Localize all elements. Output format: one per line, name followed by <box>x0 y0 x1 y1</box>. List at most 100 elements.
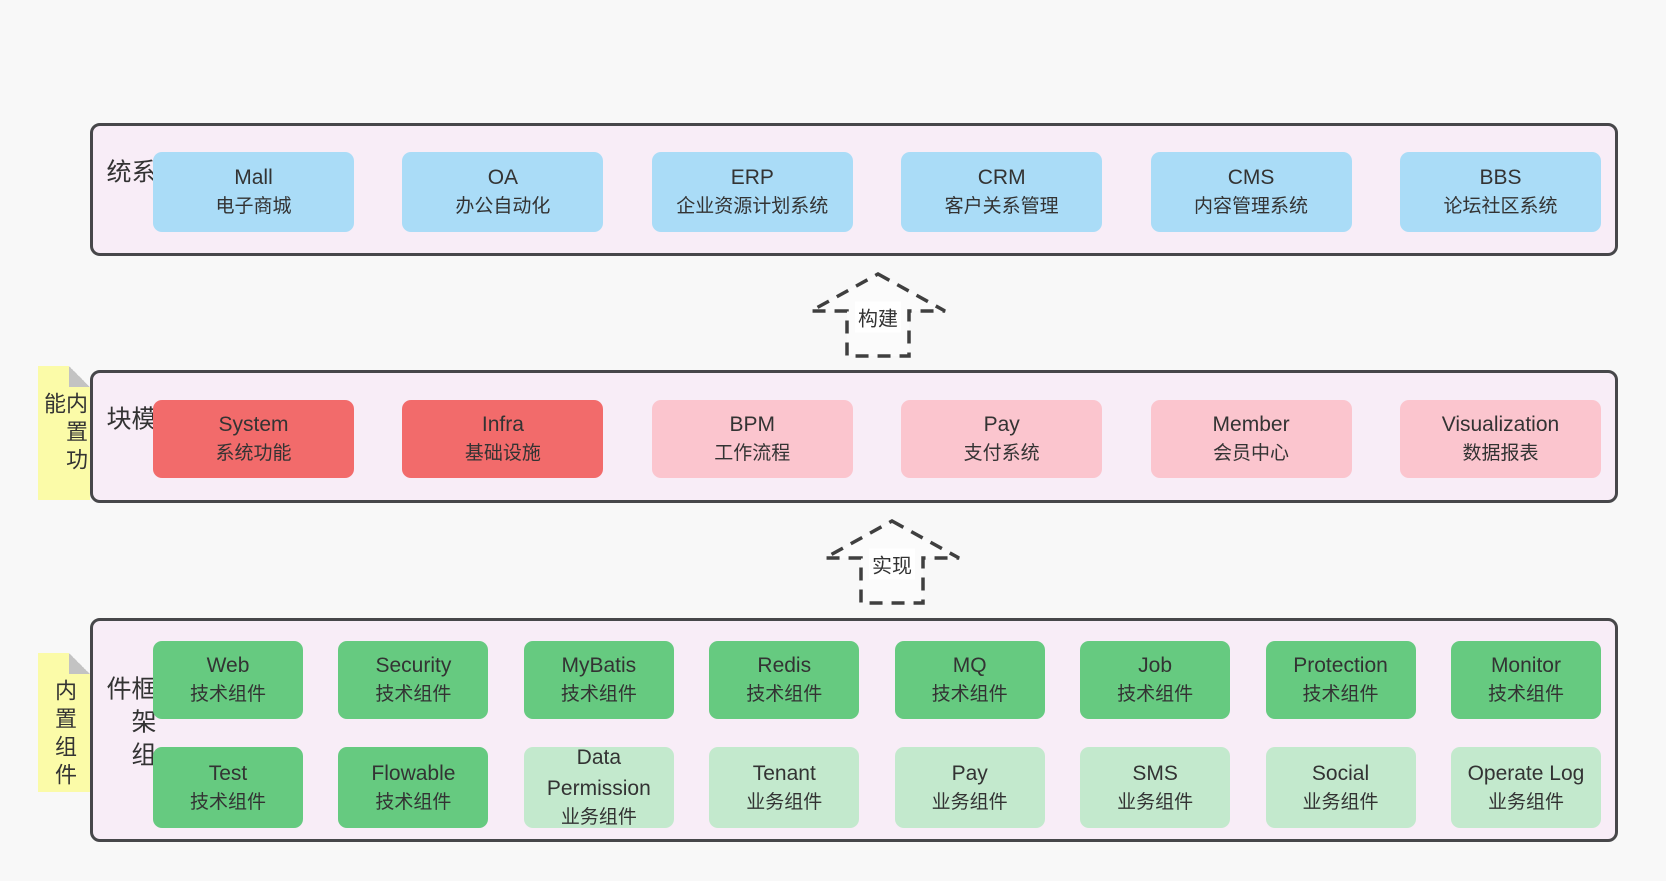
box-member: Member 会员中心 <box>1150 400 1352 478</box>
box-subtitle: 论坛社区系统 <box>1443 196 1558 218</box>
box-subtitle: 客户关系管理 <box>944 196 1059 218</box>
common-modules-row: System 系统功能 Infra 基础设施 BPM 工作流程 Pay 支付系统… <box>153 400 1601 478</box>
box-protection: Protection 技术组件 <box>1265 641 1416 719</box>
box-title: BBS <box>1479 166 1522 189</box>
box-mq: MQ 技术组件 <box>894 641 1045 719</box>
box-subtitle: 内容管理系统 <box>1194 196 1309 218</box>
box-test: Test 技术组件 <box>153 747 303 828</box>
box-title: Operate Log <box>1467 761 1585 785</box>
box-title: Infra <box>481 413 524 436</box>
box-oa: OA 办公自动化 <box>402 152 604 232</box>
business-systems-layer: 业务系统 Mall 电子商城 OA 办公自动化 ERP 企业资源计划系统 CRM… <box>90 123 1618 256</box>
box-tenant: Tenant 业务组件 <box>709 747 860 828</box>
box-subtitle: 系统功能 <box>215 443 292 465</box>
implement-arrow-label: 实现 <box>869 548 915 580</box>
box-title: Redis <box>757 654 812 677</box>
box-bbs: BBS 论坛社区系统 <box>1399 152 1601 232</box>
box-subtitle: 业务组件 <box>746 791 823 813</box>
box-visualization: Visualization 数据报表 <box>1399 400 1601 478</box>
box-title: Member <box>1212 413 1290 436</box>
box-title: MyBatis <box>561 654 637 677</box>
framework-components-row-1: Web 技术组件 Security 技术组件 MyBatis 技术组件 Redi… <box>153 641 1601 719</box>
box-subtitle: 技术组件 <box>189 684 266 706</box>
box-subtitle: 工作流程 <box>714 443 791 465</box>
box-mall: Mall 电子商城 <box>153 152 354 232</box>
box-subtitle: 支付系统 <box>963 443 1040 465</box>
box-subtitle: 技术组件 <box>1487 684 1564 706</box>
box-subtitle: 企业资源计划系统 <box>676 196 829 218</box>
box-title: Pay <box>983 413 1020 436</box>
box-title: Web <box>206 654 250 677</box>
box-title: Data Permission <box>546 746 651 800</box>
box-redis: Redis 技术组件 <box>709 641 860 719</box>
box-title: SMS <box>1132 761 1178 785</box>
box-web: Web 技术组件 <box>153 641 303 719</box>
box-subtitle: 办公自动化 <box>455 196 551 218</box>
box-mybatis: MyBatis 技术组件 <box>523 641 674 719</box>
common-modules-layer: 通用模块 System 系统功能 Infra 基础设施 BPM 工作流程 Pay… <box>90 370 1618 503</box>
business-systems-row: Mall 电子商城 OA 办公自动化 ERP 企业资源计划系统 CRM 客户关系… <box>153 152 1601 232</box>
box-job: Job 技术组件 <box>1080 641 1231 719</box>
box-social: Social 业务组件 <box>1265 747 1416 828</box>
box-system: System 系统功能 <box>153 400 354 478</box>
box-title: Pay <box>951 761 988 785</box>
box-title: CRM <box>977 166 1026 189</box>
implement-arrow: 实现 <box>822 518 962 606</box>
box-title: BPM <box>729 413 776 436</box>
box-title: Test <box>208 761 248 785</box>
box-title: CMS <box>1227 166 1275 189</box>
box-title: ERP <box>730 166 774 189</box>
box-subtitle: 技术组件 <box>1117 684 1194 706</box>
box-subtitle: 业务组件 <box>931 791 1008 813</box>
box-title: Security <box>375 654 452 677</box>
builtin-features-note: 内置功能 <box>38 366 90 500</box>
box-subtitle: 基础设施 <box>464 443 541 465</box>
box-title: Social <box>1311 761 1370 785</box>
box-subtitle: 数据报表 <box>1462 443 1539 465</box>
box-title: Job <box>1138 654 1173 677</box>
box-title: Mall <box>234 166 273 189</box>
box-subtitle: 电子商城 <box>215 196 292 218</box>
box-subtitle: 业务组件 <box>1117 791 1194 813</box>
box-bpm: BPM 工作流程 <box>651 400 853 478</box>
box-cms: CMS 内容管理系统 <box>1150 152 1352 232</box>
box-subtitle: 业务组件 <box>1487 791 1564 813</box>
box-crm: CRM 客户关系管理 <box>901 152 1103 232</box>
box-title: Visualization <box>1441 413 1560 436</box>
box-subtitle: 技术组件 <box>189 791 266 813</box>
box-title: Flowable <box>371 761 456 785</box>
box-title: Protection <box>1293 654 1388 677</box>
box-subtitle: 技术组件 <box>375 684 452 706</box>
box-title: MQ <box>952 654 987 677</box>
box-flowable: Flowable 技术组件 <box>338 747 489 828</box>
framework-components-label: 框架组件 <box>103 675 156 775</box>
box-subtitle: 业务组件 <box>1302 791 1379 813</box>
framework-components-row-2: Test 技术组件 Flowable 技术组件 Data Permission … <box>153 746 1601 828</box>
box-infra: Infra 基础设施 <box>402 400 604 478</box>
box-operate-log: Operate Log 业务组件 <box>1450 747 1601 828</box>
box-title: Tenant <box>752 761 816 785</box>
box-pay-component: Pay 业务组件 <box>894 747 1045 828</box>
box-subtitle: 技术组件 <box>375 791 452 813</box>
box-pay-module: Pay 支付系统 <box>901 400 1103 478</box>
box-erp: ERP 企业资源计划系统 <box>651 152 853 232</box>
box-title: System <box>218 413 289 436</box>
box-subtitle: 技术组件 <box>931 684 1008 706</box>
box-sms: SMS 业务组件 <box>1080 747 1231 828</box>
build-arrow: 构建 <box>808 271 948 359</box>
note-text: 内置功能 <box>41 392 88 476</box>
builtin-components-note: 内置组件 <box>38 653 90 792</box>
box-subtitle: 业务组件 <box>560 807 637 829</box>
box-data-permission: Data Permission 业务组件 <box>523 746 674 828</box>
box-title: OA <box>487 166 519 189</box>
box-subtitle: 技术组件 <box>746 684 823 706</box>
box-title: Monitor <box>1490 654 1561 677</box>
box-monitor: Monitor 技术组件 <box>1450 641 1601 719</box>
box-subtitle: 会员中心 <box>1213 443 1290 465</box>
note-text: 内置组件 <box>52 679 77 791</box>
build-arrow-label: 构建 <box>855 301 901 333</box>
box-subtitle: 技术组件 <box>1302 684 1379 706</box>
box-subtitle: 技术组件 <box>560 684 637 706</box>
box-security: Security 技术组件 <box>338 641 489 719</box>
